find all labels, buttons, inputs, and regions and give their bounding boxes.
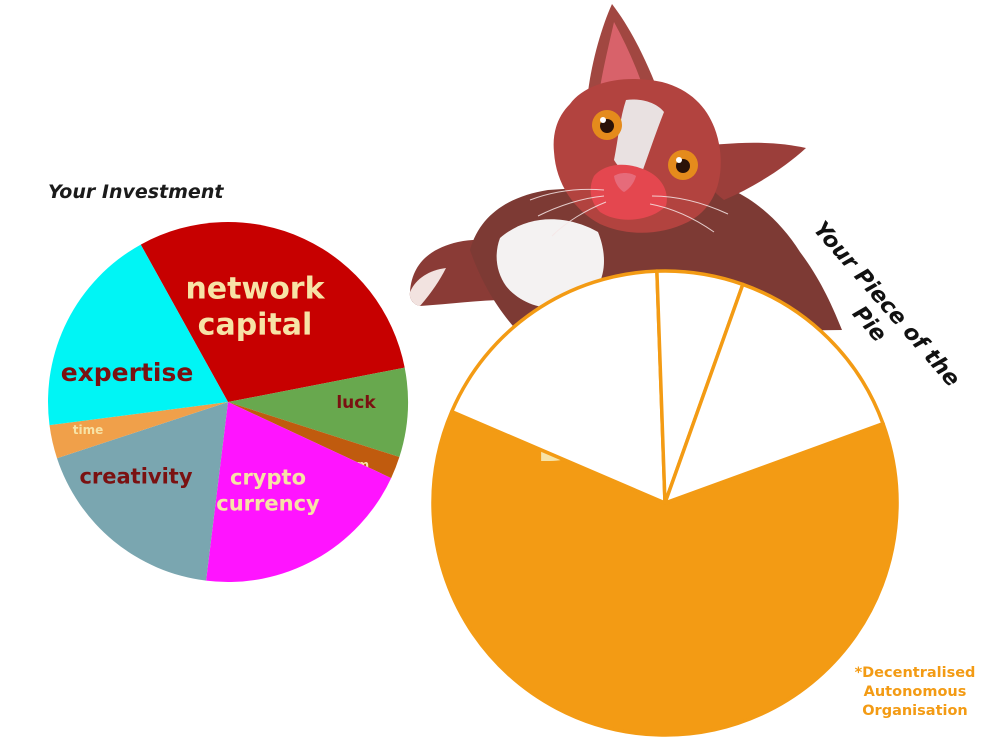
cat-face-blaze bbox=[614, 99, 664, 178]
piece-pie-chart: meowDAO* bbox=[431, 269, 899, 737]
cat-left-paw bbox=[409, 268, 446, 306]
investment-slice-creativity bbox=[57, 402, 229, 581]
investment-slice-network-capital bbox=[140, 222, 405, 402]
piece-slice-empty-1 bbox=[450, 269, 667, 505]
investment-label-luck: luck bbox=[336, 393, 376, 413]
cat-chest bbox=[496, 219, 604, 309]
footnote-line-3: Organisation bbox=[862, 703, 968, 719]
cat-nose bbox=[614, 173, 636, 192]
investment-slice-time bbox=[49, 402, 228, 459]
investment-label-creativity: creativity bbox=[79, 464, 192, 488]
investment-slice-expertise bbox=[48, 244, 229, 426]
cat-eye-right bbox=[668, 150, 698, 180]
cat-muzzle bbox=[590, 164, 667, 220]
investment-slice-luck bbox=[228, 367, 408, 458]
investment-title: Your Investment bbox=[48, 181, 224, 203]
investment-label-expertise: expertise bbox=[61, 358, 194, 387]
footnote-line-2: Autonomous bbox=[863, 684, 967, 700]
dao-footnote: *Decentralised Autonomous Organisation bbox=[840, 664, 990, 721]
cat-whiskers bbox=[529, 188, 729, 237]
cat-eye-left bbox=[592, 110, 622, 140]
investment-pie-chart: networkcapitalluckcharmcryptocurrencycre… bbox=[48, 222, 408, 583]
piece-slice-empty-3 bbox=[663, 282, 885, 505]
footnote-line-1: *Decentralised bbox=[854, 665, 976, 681]
investment-slice-crypto-currency bbox=[206, 402, 392, 583]
investment-slice-charm bbox=[228, 402, 400, 479]
piece-slice-meow-dao bbox=[431, 409, 899, 737]
cat-left-ear-inner bbox=[600, 22, 644, 90]
investment-label-time: time bbox=[73, 423, 104, 437]
